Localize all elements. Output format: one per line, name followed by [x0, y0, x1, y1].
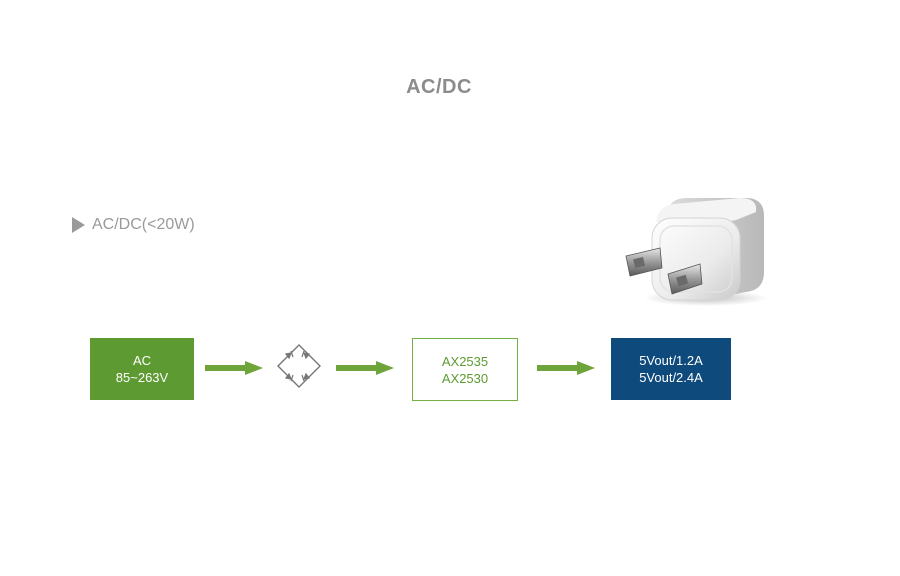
bridge-rectifier-icon [277, 344, 321, 388]
ac-input-block: AC 85~263V [90, 338, 194, 400]
dc-output-block: 5Vout/1.2A 5Vout/2.4A [611, 338, 731, 400]
ac-voltage-range: 85~263V [115, 370, 169, 385]
arrow-right-icon [336, 361, 394, 375]
arrow-right-icon [205, 361, 263, 375]
arrow-right-icon [537, 361, 595, 375]
usb-wall-charger-image [625, 198, 768, 306]
section-heading-label: AC/DC(<20W) [92, 216, 195, 233]
ac-input-label: AC [132, 353, 152, 368]
controller-ic-block: AX2535 AX2530 [412, 338, 518, 401]
triangle-right-icon [72, 217, 85, 233]
output-spec-2: 5Vout/2.4A [639, 370, 703, 385]
page-title: AC/DC [406, 76, 472, 98]
section-heading: AC/DC(<20W) [72, 216, 195, 234]
ic-part-2: AX2530 [441, 370, 489, 386]
ic-part-1: AX2535 [441, 353, 489, 369]
output-spec-1: 5Vout/1.2A [639, 353, 703, 368]
